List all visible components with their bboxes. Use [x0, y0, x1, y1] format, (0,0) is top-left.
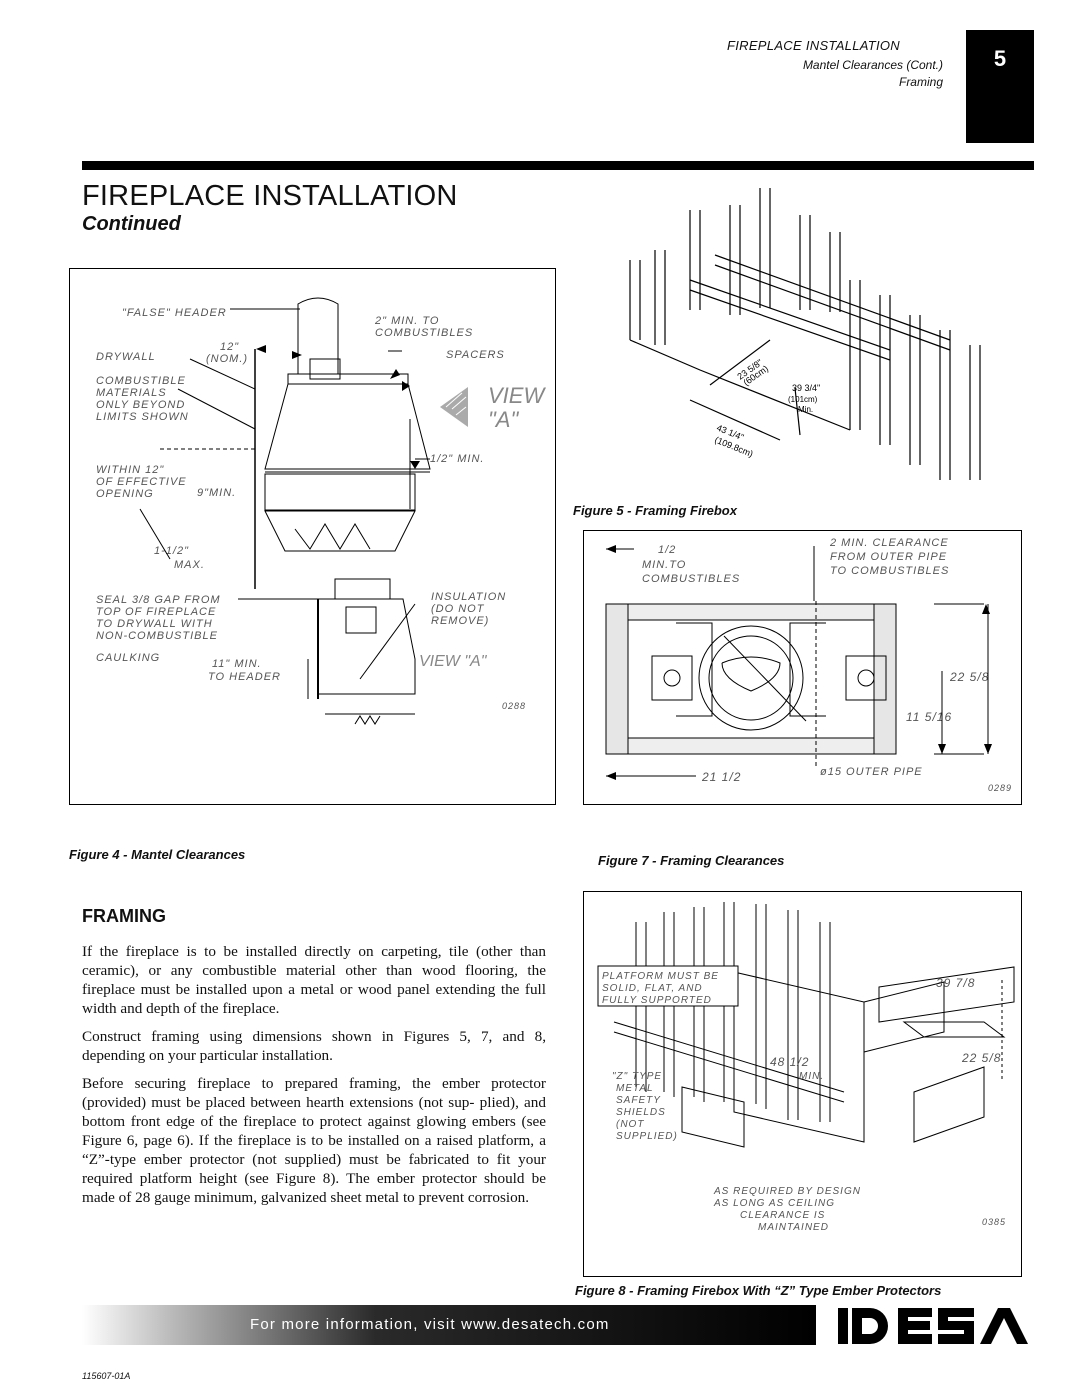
fig8-label: SUPPLIED) — [616, 1131, 678, 1142]
fig4-label: VIEW — [488, 383, 546, 408]
fig4-label: ONLY BEYOND — [96, 399, 185, 411]
desa-logo-mark — [838, 1308, 1028, 1344]
fig7-label: ø15 OUTER PIPE — [820, 766, 923, 778]
fig4-label: 9"MIN. — [197, 487, 236, 499]
framing-paragraph: Before securing fireplace to prepared fr… — [82, 1075, 546, 1206]
fig7-dim: 22 5/8 — [949, 670, 989, 684]
fig8-dim: 39 7/8 — [936, 976, 975, 990]
fig4-fireplace-lower — [238, 578, 416, 725]
fig4-label: "FALSE" HEADER — [122, 307, 227, 319]
fig5-dim: (101cm) — [788, 395, 818, 404]
fig4-label: VIEW "A" — [419, 653, 488, 670]
header-rule — [82, 161, 1034, 170]
footer-bar — [82, 1305, 816, 1345]
fig7-label: 1/2 — [658, 544, 676, 556]
figure-7-caption: Figure 7 - Framing Clearances — [598, 853, 785, 868]
fig4-fireplace-upper — [139, 297, 431, 589]
fig8-label: FULLY SUPPORTED — [602, 995, 712, 1006]
framing-body: If the fireplace is to be installed dire… — [82, 942, 546, 1216]
fig8-label: SHIELDS — [616, 1107, 666, 1118]
fig4-view-a-marker — [440, 387, 468, 427]
fig4-label: (DO NOT — [431, 603, 485, 615]
fig7-label: COMBUSTIBLES — [642, 573, 740, 585]
running-header-subsection-1: Mantel Clearances (Cont.) — [802, 58, 943, 72]
figure-8-caption: Figure 8 - Framing Firebox With “Z” Type… — [575, 1283, 942, 1298]
fig4-label: WITHIN 12" — [96, 464, 164, 476]
fig4-code: 0288 — [502, 701, 526, 711]
figure-8-drawing: PLATFORM MUST BE SOLID, FLAT, AND FULLY … — [597, 902, 1015, 1233]
fig7-dim: 21 1/2 — [701, 770, 741, 784]
footer-link-text[interactable]: For more information, visit www.desatech… — [250, 1316, 610, 1333]
fig7-code: 0289 — [988, 783, 1012, 793]
fig7-label: MIN.TO — [642, 559, 686, 571]
figure-5-framing-firebox: 23 5/8" (60cm) 39 3/4" (101cm) Min. 43 1… — [620, 180, 1020, 490]
figure-5-drawing: 23 5/8" (60cm) 39 3/4" (101cm) Min. 43 1… — [629, 188, 981, 480]
fig4-label: TO HEADER — [208, 671, 281, 683]
document-id: 115607-01A — [82, 1371, 131, 1381]
fig5-dim: Min. — [798, 405, 813, 414]
page-subtitle: Continued — [82, 213, 181, 235]
fig4-label: "A" — [488, 407, 519, 432]
fig4-arrows — [256, 345, 420, 469]
fig8-label: (NOT — [616, 1119, 644, 1130]
fig8-label: CLEARANCE IS — [740, 1210, 825, 1221]
fig4-label: 1-1/2" — [154, 545, 189, 557]
fig4-label: INSULATION — [431, 591, 506, 603]
page-number: 5 — [966, 30, 1034, 143]
running-header-section: FIREPLACE INSTALLATION — [727, 38, 900, 53]
fig8-label: SOLID, FLAT, AND — [602, 983, 703, 994]
desa-logo — [838, 1306, 1034, 1346]
fig4-label: 12" — [220, 341, 239, 353]
fig4-label: CAULKING — [96, 652, 160, 664]
fig8-dim: 48 1/2 — [770, 1055, 809, 1069]
fig8-label: MAINTAINED — [758, 1222, 829, 1233]
fig4-label: 2" MIN. TO — [374, 315, 439, 327]
figure-5-caption: Figure 5 - Framing Firebox — [573, 503, 737, 518]
fig4-label: MAX. — [174, 559, 205, 571]
fig4-label: REMOVE) — [431, 615, 489, 627]
fig4-label: COMBUSTIBLES — [375, 327, 473, 339]
figure-4-drawing: "FALSE" HEADER 2" MIN. TO COMBUSTIBLES 1… — [96, 297, 546, 725]
fig8-dim: 22 5/8 — [961, 1051, 1001, 1065]
fig4-label: (NOM.) — [206, 353, 248, 365]
figure-7-drawing: 1/2 MIN.TO COMBUSTIBLES 2 MIN. CLEARANCE… — [605, 537, 1012, 793]
fig8-label: AS LONG AS CEILING — [713, 1198, 835, 1209]
fig7-label: TO COMBUSTIBLES — [830, 565, 949, 577]
fig8-code: 0385 — [982, 1217, 1006, 1227]
page-title: FIREPLACE INSTALLATION — [82, 180, 458, 212]
fig4-label: SEAL 3/8 GAP FROM — [96, 594, 221, 606]
fig8-label: SAFETY — [616, 1095, 661, 1106]
figure-8-ember-protectors: PLATFORM MUST BE SOLID, FLAT, AND FULLY … — [583, 891, 1022, 1277]
fig8-label: MIN. — [799, 1071, 824, 1082]
fig4-label: 1/2" MIN. — [430, 453, 484, 465]
fig4-label: DRYWALL — [96, 351, 156, 363]
fig8-label: "Z" TYPE — [612, 1071, 662, 1082]
fig4-label: OPENING — [96, 488, 154, 500]
fig8-label: AS REQUIRED BY DESIGN — [713, 1186, 861, 1197]
fig4-label: 11" MIN. — [212, 658, 262, 670]
fig4-label: MATERIALS — [96, 387, 167, 399]
fig4-label: NON-COMBUSTIBLE — [96, 630, 218, 642]
running-header-subsection-2: Framing — [898, 75, 943, 89]
fig7-label: 2 MIN. CLEARANCE — [829, 537, 949, 549]
figure-4-caption: Figure 4 - Mantel Clearances — [69, 847, 246, 862]
fig4-label: TOP OF FIREPLACE — [96, 606, 216, 618]
fig4-label: COMBUSTIBLE — [96, 375, 186, 387]
fig4-label: LIMITS SHOWN — [96, 411, 189, 423]
framing-paragraph: Construct framing using dimensions shown… — [82, 1028, 546, 1064]
framing-heading: FRAMING — [82, 906, 166, 926]
fig4-label: SPACERS — [446, 349, 505, 361]
fig4-label: TO DRYWALL WITH — [96, 618, 213, 630]
fig4-label: OF EFFECTIVE — [96, 476, 187, 488]
figure-7-framing-clearances: 1/2 MIN.TO COMBUSTIBLES 2 MIN. CLEARANCE… — [583, 530, 1022, 805]
fig5-dim: 39 3/4" — [792, 383, 820, 393]
fig7-dim: 11 5/16 — [906, 710, 952, 724]
fig8-label: PLATFORM MUST BE — [602, 971, 719, 982]
figure-4-mantel-clearances: "FALSE" HEADER 2" MIN. TO COMBUSTIBLES 1… — [69, 268, 556, 805]
fig8-label: METAL — [616, 1083, 654, 1094]
framing-paragraph: If the fireplace is to be installed dire… — [82, 943, 546, 1017]
fig7-label: FROM OUTER PIPE — [830, 551, 947, 563]
